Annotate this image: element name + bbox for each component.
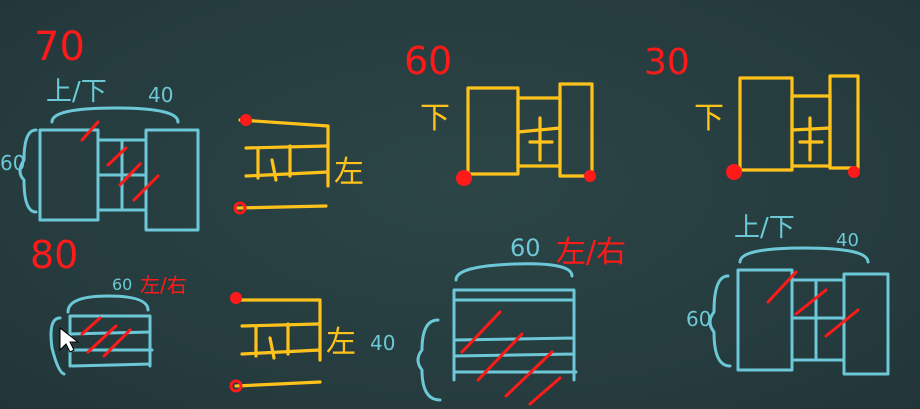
door-cross [516,116,562,162]
drawer-lines [68,314,154,368]
marker-dot [229,379,243,393]
direction-label: 下 [420,101,450,136]
frame-uprights [256,144,292,182]
sketch-top-left: 70 上/下 40 60 [0,24,200,232]
cabinet-right-panel [144,128,200,232]
marker-dot [230,292,242,304]
door-right [558,82,594,178]
angle-label: 60 [404,39,452,83]
sketch-bottom-left: 80 60 左/右 [30,233,187,376]
top-bracket [738,246,870,264]
side-bracket [708,274,732,368]
sketch-top-center: 60 下 [404,39,596,186]
marker-dot [726,164,742,180]
side-label: 左 [334,155,364,190]
frame-lines [234,298,322,388]
depth-label: 40 [148,83,173,107]
depth-label: 40 [370,331,395,355]
marker-dot [233,201,247,215]
frame-lines [236,118,330,210]
top-label: 60 [112,275,132,294]
door-left [466,86,520,176]
mouse-pointer-icon [59,326,80,353]
sketch-bottom-center: 60 左/右 [416,234,626,406]
direction-label: 下 [694,101,724,136]
cabinet-left-panel [38,128,100,222]
side-bracket [18,128,38,214]
cabinet-cross [790,278,846,362]
hatch-marks [80,316,132,358]
angle-label: 70 [34,24,85,70]
marker-dot [240,114,252,126]
side-label: 左/右 [140,273,187,297]
door-left [738,76,794,172]
door-right [828,74,860,170]
marker-dot [584,170,596,182]
top-bracket [66,294,150,314]
depth-label: 40 [836,230,859,251]
direction-label: 上/下 [46,77,107,107]
side-bracket [416,318,442,402]
angle-label: 30 [644,42,690,83]
hatch-marks [80,120,160,202]
top-label: 60 [510,234,541,262]
angle-label: 80 [30,233,78,277]
height-label: 60 [686,307,711,331]
cabinet-right-panel [842,272,890,376]
side-bracket [49,316,66,376]
hatch-marks [766,270,860,338]
side-label: 左 [326,325,356,360]
door-cross [790,116,832,162]
top-bracket [50,106,180,124]
drawer-lines [452,288,578,382]
marker-dot [848,166,860,178]
sketch-bottom-right: 上/下 40 60 [686,213,890,376]
sketch-bottom-second: 左 40 [229,292,395,393]
frame-uprights [254,322,290,360]
top-bracket [454,262,574,282]
marker-dot [456,170,472,186]
side-label: 左/右 [556,235,626,270]
hatch-marks [460,310,562,406]
sketch-top-right: 30 下 [644,42,860,180]
sketch-top-second: 左 [233,114,364,215]
direction-label: 上/下 [734,213,795,243]
cabinet-middle [790,278,846,362]
